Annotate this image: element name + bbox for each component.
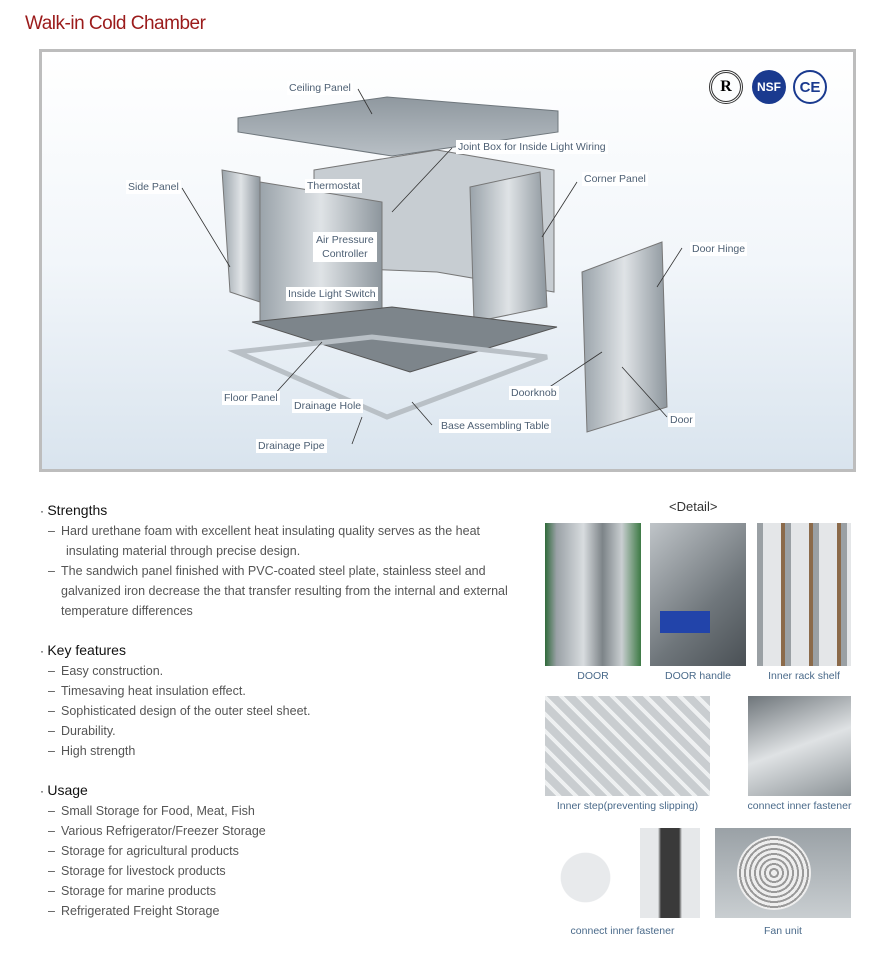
list-item: –Storage for marine products: [48, 884, 216, 898]
list-item: –Durability.: [48, 724, 116, 738]
label-ceiling-panel: Ceiling Panel: [287, 81, 353, 95]
detail-heading: <Detail>: [669, 499, 718, 514]
caption-inner-rack-shelf: Inner rack shelf: [768, 670, 840, 682]
strengths-heading: Strengths: [40, 500, 508, 521]
exploded-diagram: R NSF CE Ceiling Panel Joint Box for Ins…: [39, 49, 856, 472]
label-floor-panel: Floor Panel: [222, 391, 280, 405]
caption-inner-step: Inner step(preventing slipping): [556, 800, 699, 812]
nsf-certification-icon: NSF: [752, 70, 786, 104]
label-drainage-pipe: Drainage Pipe: [256, 439, 327, 453]
caption-door: DOOR: [577, 670, 609, 682]
list-item: –Hard urethane foam with excellent heat …: [48, 524, 480, 538]
fan-icon: [737, 836, 811, 910]
list-item-continued: galvanized iron decrease the that transf…: [61, 584, 508, 598]
label-drainage-hole: Drainage Hole: [292, 399, 364, 413]
caption-connect-inner-fastener-2: connect inner fastener: [570, 925, 675, 937]
list-item-continued: insulating material through precise desi…: [66, 544, 301, 558]
key-features-heading: Key features: [40, 640, 310, 661]
label-joint-box: Joint Box for Inside Light Wiring: [456, 140, 608, 154]
caption-fan-unit: Fan unit: [764, 925, 802, 937]
label-thermostat: Thermostat: [305, 179, 363, 193]
list-item: –The sandwich panel finished with PVC-co…: [48, 564, 486, 578]
page-title: Walk-in Cold Chamber: [25, 13, 206, 34]
side-panel: [221, 169, 261, 303]
label-door-hinge: Door Hinge: [690, 242, 748, 256]
photo-inner-rack-shelf: [757, 523, 851, 666]
photo-fastener-tube: [640, 828, 700, 918]
label-base-assembling-table: Base Assembling Table: [439, 419, 552, 433]
usage-heading: Usage: [40, 780, 266, 801]
ce-certification-icon: CE: [793, 70, 827, 104]
usage-section: Usage –Small Storage for Food, Meat, Fis…: [40, 780, 266, 921]
list-item-continued: temperature differences: [61, 604, 193, 618]
chamber-illustration: [181, 88, 683, 445]
list-item: –Storage for agricultural products: [48, 844, 239, 858]
photo-door-handle: [650, 523, 746, 666]
base-table: [227, 334, 548, 420]
photo-fan-unit: [715, 828, 851, 918]
corner-panel: [469, 171, 548, 323]
list-item: –Storage for livestock products: [48, 864, 226, 878]
label-door: Door: [668, 413, 695, 427]
label-air-pressure-line2: Controller: [322, 248, 368, 260]
list-item: –Timesaving heat insulation effect.: [48, 684, 246, 698]
key-features-section: Key features –Easy construction. –Timesa…: [40, 640, 310, 761]
label-air-pressure-line1: Air Pressure: [316, 234, 374, 246]
list-item: –Small Storage for Food, Meat, Fish: [48, 804, 255, 818]
label-doorknob: Doorknob: [509, 386, 559, 400]
r-certification-icon: R: [709, 70, 743, 104]
list-item: –Sophisticated design of the outer steel…: [48, 704, 311, 718]
strengths-section: Strengths –Hard urethane foam with excel…: [40, 500, 508, 621]
caption-door-handle: DOOR handle: [665, 670, 731, 682]
sign-plate: [660, 611, 710, 633]
label-inside-light-switch: Inside Light Switch: [286, 287, 378, 301]
list-item: –Easy construction.: [48, 664, 164, 678]
photo-inner-step: [545, 696, 710, 796]
photo-door: [545, 523, 641, 666]
list-item: –Various Refrigerator/Freezer Storage: [48, 824, 266, 838]
list-item: –High strength: [48, 744, 136, 758]
caption-connect-inner-fastener: connect inner fastener: [747, 800, 852, 812]
label-corner-panel: Corner Panel: [582, 172, 648, 186]
photo-connect-inner-fastener: [748, 696, 851, 796]
list-item: –Refrigerated Freight Storage: [48, 904, 220, 918]
label-side-panel: Side Panel: [126, 180, 181, 194]
door-panel: [581, 241, 668, 433]
photo-fastener-part: [545, 828, 635, 918]
